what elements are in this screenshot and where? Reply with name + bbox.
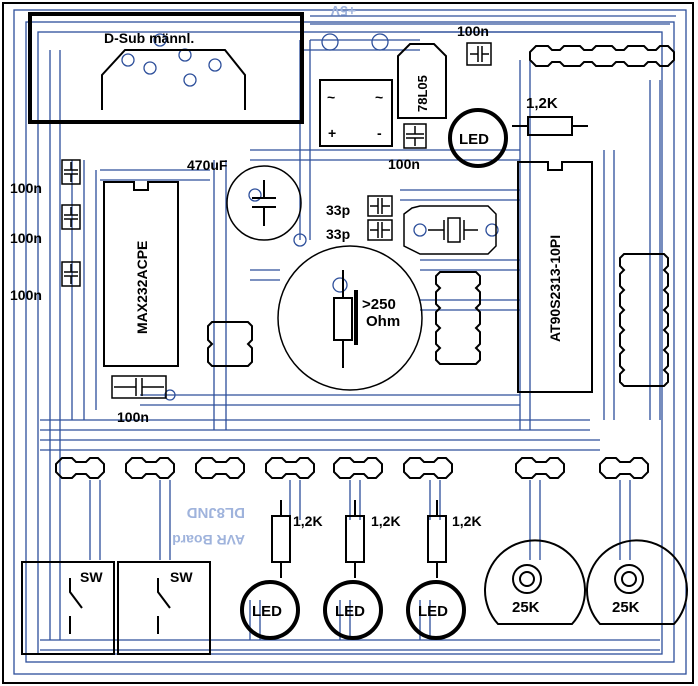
pin-header-top (529, 45, 675, 67)
res-1-label: 1,2K (293, 513, 323, 529)
capacitor-100n-left-1 (61, 159, 81, 185)
resistor-3 (427, 500, 447, 578)
cap-top-label: 100n (457, 23, 489, 39)
bridge-tilde-2: ~ (375, 89, 383, 105)
capacitor-100n-top (466, 42, 492, 66)
res-top-label: 1,2K (526, 95, 558, 112)
cap-bottom-label: 100n (117, 409, 149, 425)
big-res-unit: Ohm (366, 313, 400, 330)
bridge-tilde-1: ~ (327, 89, 335, 105)
capacitor-470uf (226, 165, 302, 241)
res-2-label: 1,2K (371, 513, 401, 529)
pot-2-label: 25K (612, 599, 640, 616)
sw-2-label: SW (170, 569, 193, 585)
led-top-label: LED (459, 131, 489, 148)
switch-2 (117, 561, 211, 655)
ghost-board-name: AVR Board (172, 532, 245, 548)
cap-reg-label: 100n (388, 156, 420, 172)
led-1-label: LED (252, 603, 282, 620)
switch-1 (21, 561, 115, 655)
pin-header-right (619, 253, 669, 387)
ghost-voltage: +5V (330, 3, 356, 19)
resistor-1 (271, 500, 291, 578)
crystal (403, 205, 497, 255)
capacitor-100n-reg (403, 123, 427, 149)
copper-traces (13, 9, 687, 675)
p33-1-label: 33p (326, 202, 350, 218)
regulator-label: 78L05 (415, 75, 430, 112)
capacitor-33p-1 (367, 195, 393, 217)
pin-header-center (435, 271, 481, 365)
resistor-2 (345, 500, 365, 578)
bridge-minus: - (377, 125, 382, 141)
p33-2-label: 33p (326, 226, 350, 242)
dsub-connector (28, 12, 304, 124)
bridge-rectifier (319, 79, 393, 147)
trim-resistor-symbol (333, 270, 358, 368)
led-2 (323, 580, 383, 640)
ghost-brand: DL8JND (186, 504, 245, 521)
led-1 (240, 580, 300, 640)
resistor-top (512, 116, 588, 136)
capacitor-100n-left-3 (61, 261, 81, 287)
pin-header-left (207, 321, 253, 367)
trim-resistor-250 (277, 245, 423, 391)
led-top (448, 108, 508, 168)
sw-1-label: SW (80, 569, 103, 585)
capacitor-33p-2 (367, 219, 393, 241)
dsub-label: D-Sub männl. (104, 30, 194, 46)
max232-label: MAX232ACPE (134, 241, 150, 334)
capacitor-100n-bottom (111, 375, 167, 399)
led-3 (406, 580, 466, 640)
potentiometer-1 (484, 539, 586, 625)
cap-470-label: 470uF (187, 157, 228, 173)
potentiometer-2 (586, 539, 688, 625)
voltage-regulator (397, 43, 447, 119)
avr-label: AT90S2313-10PI (547, 235, 563, 342)
capacitor-100n-left-2 (61, 204, 81, 230)
big-res-label: >250 (362, 296, 396, 313)
bridge-plus: + (328, 125, 336, 141)
cap-left-1-label: 100n (10, 180, 42, 196)
max232-ic (103, 181, 179, 367)
capacitor-470uf-symbol (252, 180, 276, 226)
avr-ic (517, 161, 593, 393)
cap-left-3-label: 100n (10, 287, 42, 303)
res-3-label: 1,2K (452, 513, 482, 529)
jumper-row (55, 457, 649, 479)
pot-1-label: 25K (512, 599, 540, 616)
led-2-label: LED (335, 603, 365, 620)
cap-left-2-label: 100n (10, 230, 42, 246)
led-3-label: LED (418, 603, 448, 620)
